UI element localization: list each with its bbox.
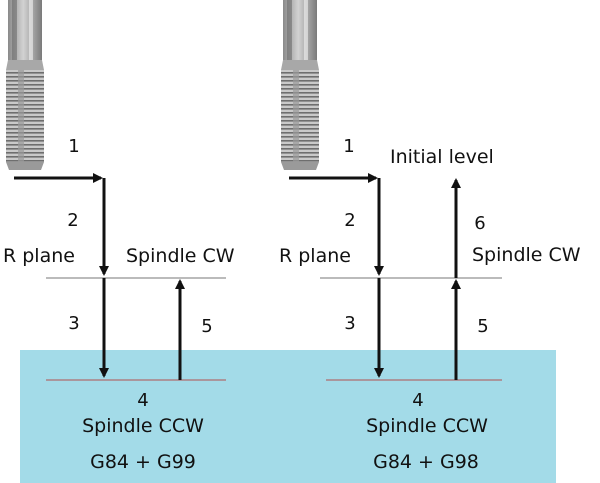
- workpiece-right: [296, 350, 556, 483]
- spindle-ccw-label-left: Spindle CCW: [82, 415, 204, 437]
- r-plane-label-right: R plane: [279, 245, 351, 267]
- step-2-label-left: 2: [67, 210, 78, 231]
- workpiece-left: [20, 350, 296, 483]
- spindle-ccw-label-right: Spindle CCW: [366, 415, 488, 437]
- initial-level-label: Initial level: [390, 146, 494, 168]
- step-3-label-right: 3: [344, 313, 355, 334]
- step-4-label-right: 4: [412, 390, 423, 411]
- tap-tool-icon: [281, 0, 319, 170]
- step-5-label-left: 5: [201, 316, 212, 337]
- step-1-label-left: 1: [68, 136, 79, 157]
- step-6-label-right: 6: [474, 213, 485, 234]
- step-5-label-right: 5: [477, 316, 488, 337]
- step-2-label-right: 2: [344, 210, 355, 231]
- spindle-cw-label-left: Spindle CW: [126, 245, 235, 267]
- r-plane-label-left: R plane: [3, 245, 75, 267]
- step-3-label-left: 3: [68, 313, 79, 334]
- g-code-label-left: G84 + G99: [90, 451, 196, 473]
- tap-tool-icon: [6, 0, 44, 170]
- step-4-label-left: 4: [137, 390, 148, 411]
- g-code-label-right: G84 + G98: [373, 451, 479, 473]
- spindle-cw-label-right: Spindle CW: [472, 244, 581, 266]
- step-1-label-right: 1: [343, 136, 354, 157]
